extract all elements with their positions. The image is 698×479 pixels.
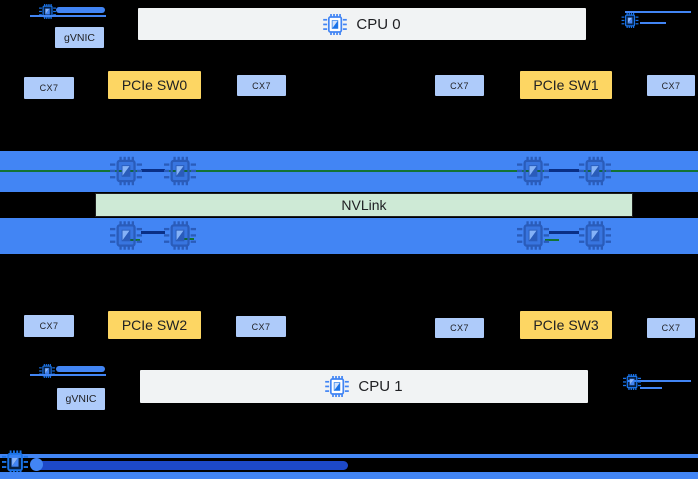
network-line-top-left xyxy=(30,15,106,17)
network-line-bottom-left xyxy=(30,374,106,376)
network-line-top-right xyxy=(625,11,691,13)
pcie-sw0-label: PCIe SW0 xyxy=(121,77,188,93)
cx7-label: CX7 xyxy=(39,321,59,331)
gpu-chip-icon xyxy=(110,153,142,189)
gpu-chip-icon xyxy=(517,219,549,252)
cx7-label: CX7 xyxy=(450,323,469,333)
network-bar-top-left xyxy=(56,7,105,13)
gvnic-label: gVNIC xyxy=(64,31,95,44)
pcie-link-dash xyxy=(549,231,579,234)
pcie-sw1-box: PCIe SW1 xyxy=(520,71,612,99)
bus-endpoint-dot xyxy=(30,458,43,471)
gpu-chip-icon xyxy=(579,219,611,252)
cx7-box: CX7 xyxy=(435,75,484,96)
cx7-box: CX7 xyxy=(647,318,695,338)
cx7-label: CX7 xyxy=(661,323,681,333)
cx7-box: CX7 xyxy=(647,75,695,96)
cpu1-box: CPU 1 xyxy=(140,370,588,403)
cpu0-label: CPU 0 xyxy=(356,15,401,33)
gpu-chip-icon xyxy=(517,153,549,189)
network-bar-bottom-left xyxy=(56,366,105,372)
pcie-link-dash xyxy=(141,169,165,172)
gvnic-label: gVNIC xyxy=(65,393,97,405)
cx7-box: CX7 xyxy=(24,315,74,337)
cx7-label: CX7 xyxy=(251,321,271,332)
cx7-label: CX7 xyxy=(661,80,681,91)
network-underline-top-right xyxy=(640,22,666,24)
bottom-edge-band xyxy=(0,472,698,479)
bottom-network-line xyxy=(0,454,698,458)
nic-chip-icon-top-right xyxy=(621,13,639,28)
nvlink-green-line xyxy=(0,170,698,172)
gpu-chip-icon xyxy=(164,219,196,252)
cpu-chip-icon xyxy=(325,376,349,397)
pcie-sw0-box: PCIe SW0 xyxy=(108,71,201,99)
network-underline-bottom-right xyxy=(640,387,662,389)
pcie-link-dash xyxy=(549,169,579,172)
pcie-sw1-label: PCIe SW1 xyxy=(533,77,599,93)
gvnic-box-top: gVNIC xyxy=(55,27,104,48)
cx7-box: CX7 xyxy=(237,75,286,96)
cx7-box: CX7 xyxy=(435,318,484,338)
pcie-sw2-label: PCIe SW2 xyxy=(121,317,188,333)
nic-chip-icon-bottom-right xyxy=(623,374,641,390)
gpu-chip-icon xyxy=(579,153,611,189)
cx7-label: CX7 xyxy=(450,80,469,91)
cpu0-box: CPU 0 xyxy=(138,8,586,40)
cx7-box: CX7 xyxy=(236,316,286,337)
nvlink-bar: NVLink xyxy=(95,193,633,217)
cpu-chip-icon xyxy=(323,14,347,35)
cx7-label: CX7 xyxy=(252,80,271,91)
bottom-bus-bar xyxy=(36,461,348,470)
cx7-label: CX7 xyxy=(39,83,59,93)
gpu-chip-icon xyxy=(164,153,196,189)
nvlink-label: NVLink xyxy=(341,197,387,213)
cpu1-label: CPU 1 xyxy=(358,378,403,395)
network-line-bottom-right xyxy=(627,380,691,382)
cx7-box: CX7 xyxy=(24,77,74,99)
nvlink-green-dash xyxy=(545,239,559,241)
pcie-sw3-box: PCIe SW3 xyxy=(520,311,612,339)
gpu-chip-icon xyxy=(110,219,142,252)
gvnic-box-bottom: gVNIC xyxy=(57,388,105,410)
pcie-sw2-box: PCIe SW2 xyxy=(108,311,201,339)
pcie-link-dash xyxy=(141,231,165,234)
nic-chip-icon-bottom-corner xyxy=(2,450,28,474)
pcie-sw3-label: PCIe SW3 xyxy=(533,317,599,333)
